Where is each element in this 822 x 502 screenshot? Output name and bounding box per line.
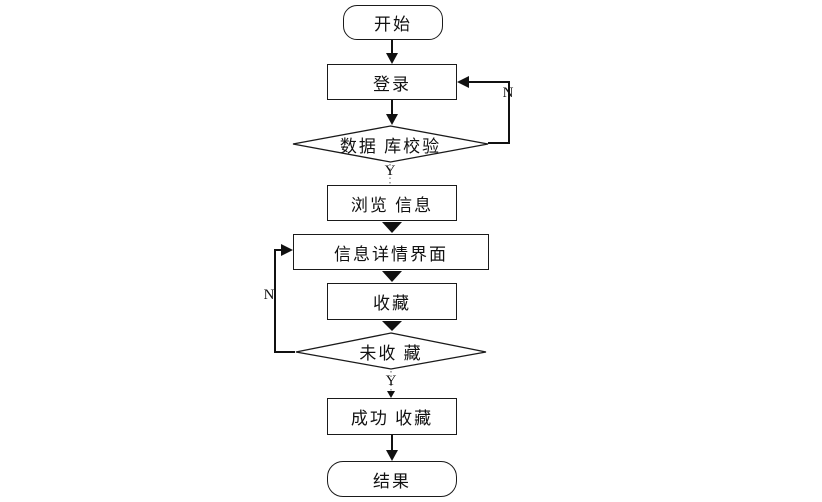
node-login: 登录 [327, 64, 457, 100]
node-result-label: 结果 [373, 471, 411, 491]
arrowhead-success-result [386, 450, 398, 461]
branch-label-db-check-no: N [502, 85, 514, 101]
arrowhead-browse-detail [382, 222, 402, 233]
node-browse-info-label: 浏览 信息 [350, 195, 434, 215]
arrowhead-dbcheck-login [457, 76, 469, 88]
edge-dbcheck-login-loop [468, 81, 510, 144]
arrowhead-start-login [386, 53, 398, 64]
branch-label-not-fav-yes: Y [385, 373, 397, 389]
diamond-shape-db-check [292, 125, 489, 163]
node-start-label: 开始 [374, 15, 412, 34]
node-db-check: 数据 库校验 [292, 125, 489, 163]
arrowhead-notfav-detail [281, 244, 293, 256]
node-browse-info: 浏览 信息 [327, 185, 457, 221]
node-info-detail-label: 信息详情界面 [334, 244, 448, 264]
edge-notfav-detail-loop [274, 249, 295, 353]
node-not-favorited: 未收 藏 [295, 332, 487, 370]
arrowhead-detail-favorite [382, 271, 402, 282]
arrowhead-notfav-success [387, 391, 395, 398]
node-favorite-label: 收藏 [373, 294, 411, 313]
node-success-fav-label: 成功 收藏 [350, 409, 434, 428]
branch-label-db-check-yes: Y [384, 163, 396, 179]
diamond-shape-not-favorited [295, 332, 487, 370]
node-db-check-label: 数据 库校验 [339, 136, 442, 156]
node-login-label: 登录 [373, 74, 411, 94]
node-not-favorited-label: 未收 藏 [359, 343, 423, 363]
node-info-detail: 信息详情界面 [293, 234, 489, 270]
branch-label-not-fav-no: N [263, 287, 275, 303]
node-result: 结果 [327, 461, 457, 497]
node-start: 开始 [343, 5, 443, 40]
arrowhead-favorite-notfav [382, 321, 402, 331]
node-success-fav: 成功 收藏 [327, 398, 457, 435]
arrowhead-login-dbcheck [386, 114, 398, 125]
node-favorite: 收藏 [327, 283, 457, 320]
